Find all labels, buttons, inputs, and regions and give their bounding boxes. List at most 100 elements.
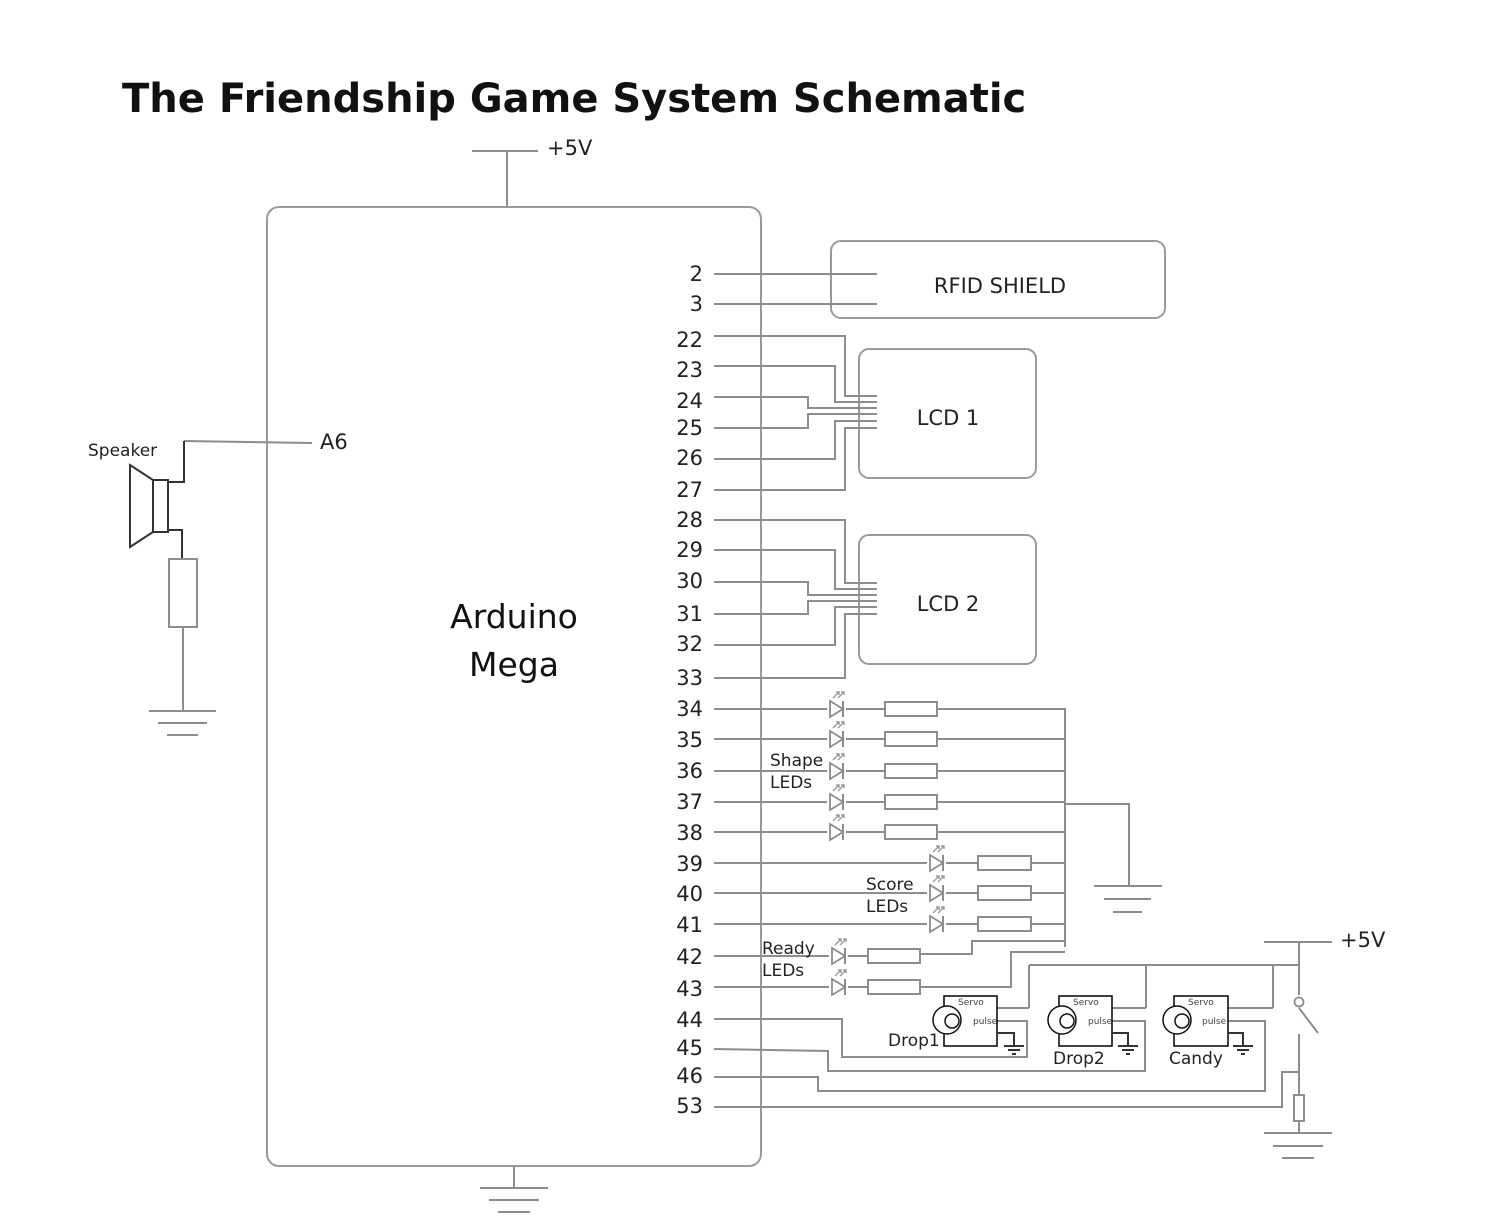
pin-label-35: 35	[676, 728, 703, 752]
led-chain-score-2	[714, 875, 1065, 903]
pin-label-30: 30	[676, 569, 703, 593]
pin-label-2: 2	[690, 262, 703, 286]
led-chain-ready-1	[714, 938, 921, 966]
servo-drop1: Servo pulse Drop1	[888, 995, 1024, 1055]
pin-label-38: 38	[676, 821, 703, 845]
pin-label-33: 33	[676, 666, 703, 690]
shape-leds-label-line1: Shape	[770, 751, 823, 771]
lcd1-label: LCD 1	[917, 406, 980, 430]
resistor-shape-3	[884, 763, 938, 779]
wires	[713, 273, 1332, 1159]
pin-label-22: 22	[676, 328, 703, 352]
rfid-shield-label: RFID SHIELD	[934, 274, 1066, 298]
servo-drop1-header: Servo	[958, 998, 984, 1008]
pin-label-53: 53	[676, 1094, 703, 1118]
speaker-label: Speaker	[88, 441, 157, 461]
led-icon-ready-1	[831, 938, 847, 966]
led-icon-shape-3	[829, 753, 845, 781]
ready-leds-label-line1: Ready	[762, 939, 815, 959]
led-icon-ready-2	[831, 969, 847, 997]
resistor-ready-2	[867, 979, 921, 995]
servo-candy-label: Candy	[1169, 1049, 1223, 1069]
servo-drop1-label: Drop1	[888, 1031, 940, 1051]
led-icon-shape-1	[829, 691, 845, 719]
servo-drop2-header: Servo	[1073, 998, 1099, 1008]
speaker-icon	[152, 479, 169, 533]
pin-label-37: 37	[676, 790, 703, 814]
speaker-circuit: Speaker A6	[88, 430, 348, 736]
score-leds-label-line1: Score	[866, 875, 914, 895]
page-title: The Friendship Game System Schematic	[122, 76, 1026, 122]
shape-leds-label-line2: LEDs	[770, 773, 812, 793]
pin-label-46: 46	[676, 1064, 703, 1088]
rfid-shield-box	[830, 240, 1166, 319]
led-icon-shape-4	[829, 784, 845, 812]
ready-leds-label-line2: LEDs	[762, 961, 804, 981]
servo-drop1-pulse: pulse	[973, 1017, 998, 1027]
led-array	[714, 691, 1065, 997]
pin-label-25: 25	[676, 416, 703, 440]
led-chain-shape-1	[714, 691, 1065, 719]
led-chain-shape-3	[714, 753, 1065, 781]
led-chain-ready-2	[714, 969, 921, 997]
led-chain-shape-4	[714, 784, 1065, 812]
top-supply-label: +5V	[547, 136, 593, 160]
pushbutton-switch	[1293, 996, 1305, 1008]
pin-labels: 2322232425262728293031323334353637383940…	[676, 262, 703, 1118]
resistor-score-1	[977, 855, 1032, 871]
led-icon-score-3	[929, 906, 945, 934]
led-chain-shape-5	[714, 814, 1065, 842]
pin-label-45: 45	[676, 1036, 703, 1060]
speaker-resistor	[168, 558, 198, 628]
pin-label-27: 27	[676, 478, 703, 502]
pin-label-31: 31	[676, 602, 703, 626]
led-icon-shape-2	[829, 721, 845, 749]
button-pulldown-resistor	[1293, 1094, 1305, 1122]
resistor-shape-2	[884, 731, 938, 747]
resistor-ready-1	[867, 948, 921, 964]
score-leds-label-line2: LEDs	[866, 897, 908, 917]
lcd2-label: LCD 2	[917, 592, 980, 616]
pin-label-32: 32	[676, 632, 703, 656]
resistor-score-2	[977, 885, 1032, 901]
led-chain-shape-2	[714, 721, 1065, 749]
resistor-shape-5	[884, 824, 938, 840]
servo-candy: Servo pulse Candy	[1162, 995, 1253, 1069]
led-chain-score-1	[714, 845, 1065, 873]
pin-label-29: 29	[676, 538, 703, 562]
resistor-shape-1	[884, 701, 938, 717]
arduino-ground-symbol	[480, 1166, 548, 1213]
pin-label-36: 36	[676, 759, 703, 783]
pin-label-26: 26	[676, 446, 703, 470]
servo-drop2-pulse: pulse	[1088, 1017, 1113, 1027]
servo-drop2-label: Drop2	[1053, 1049, 1105, 1069]
right-supply-label: +5V	[1340, 928, 1386, 952]
pin-label-44: 44	[676, 1008, 703, 1032]
pin-label-40: 40	[676, 882, 703, 906]
speaker-wire-top	[168, 441, 185, 483]
pin-label-39: 39	[676, 852, 703, 876]
arduino-label-line2: Mega	[469, 645, 559, 684]
pin-label-3: 3	[690, 292, 703, 316]
resistor-shape-4	[884, 794, 938, 810]
servo-drop2: Servo pulse Drop2	[1047, 995, 1138, 1069]
pin-label-28: 28	[676, 508, 703, 532]
lcd2-box	[858, 534, 1037, 665]
led-icon-shape-5	[829, 814, 845, 842]
led-icon-score-2	[929, 875, 945, 903]
servo-candy-header: Servo	[1188, 998, 1214, 1008]
pin-label-34: 34	[676, 697, 703, 721]
resistor-score-3	[977, 916, 1032, 932]
pin-label-43: 43	[676, 977, 703, 1001]
pin-label-41: 41	[676, 913, 703, 937]
arduino-label-line1: Arduino	[450, 597, 578, 636]
pin-label-42: 42	[676, 945, 703, 969]
led-icon-score-1	[929, 845, 945, 873]
led-chain-score-3	[714, 906, 1065, 934]
top-supply: +5V	[472, 136, 593, 208]
pin-label-23: 23	[676, 358, 703, 382]
pin-label-24: 24	[676, 389, 703, 413]
servo-candy-pulse: pulse	[1202, 1017, 1227, 1027]
pin-label-a6: A6	[320, 430, 348, 454]
